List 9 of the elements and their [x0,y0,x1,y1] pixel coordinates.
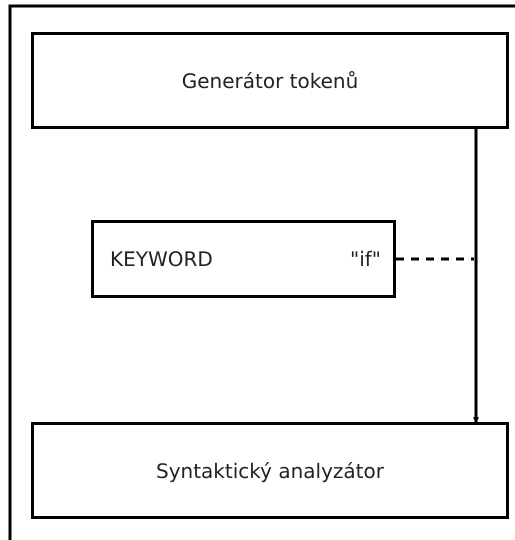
arrow [473,129,479,423]
leader-line [396,258,474,260]
process-box [31,32,509,129]
box-label: Syntaktický analyzátor [156,458,384,482]
token-type: KEYWORD [110,247,213,271]
token-value: "if" [350,247,381,271]
token-box [91,220,396,298]
box-label: Generátor tokenů [182,68,358,92]
process-box [31,422,509,519]
